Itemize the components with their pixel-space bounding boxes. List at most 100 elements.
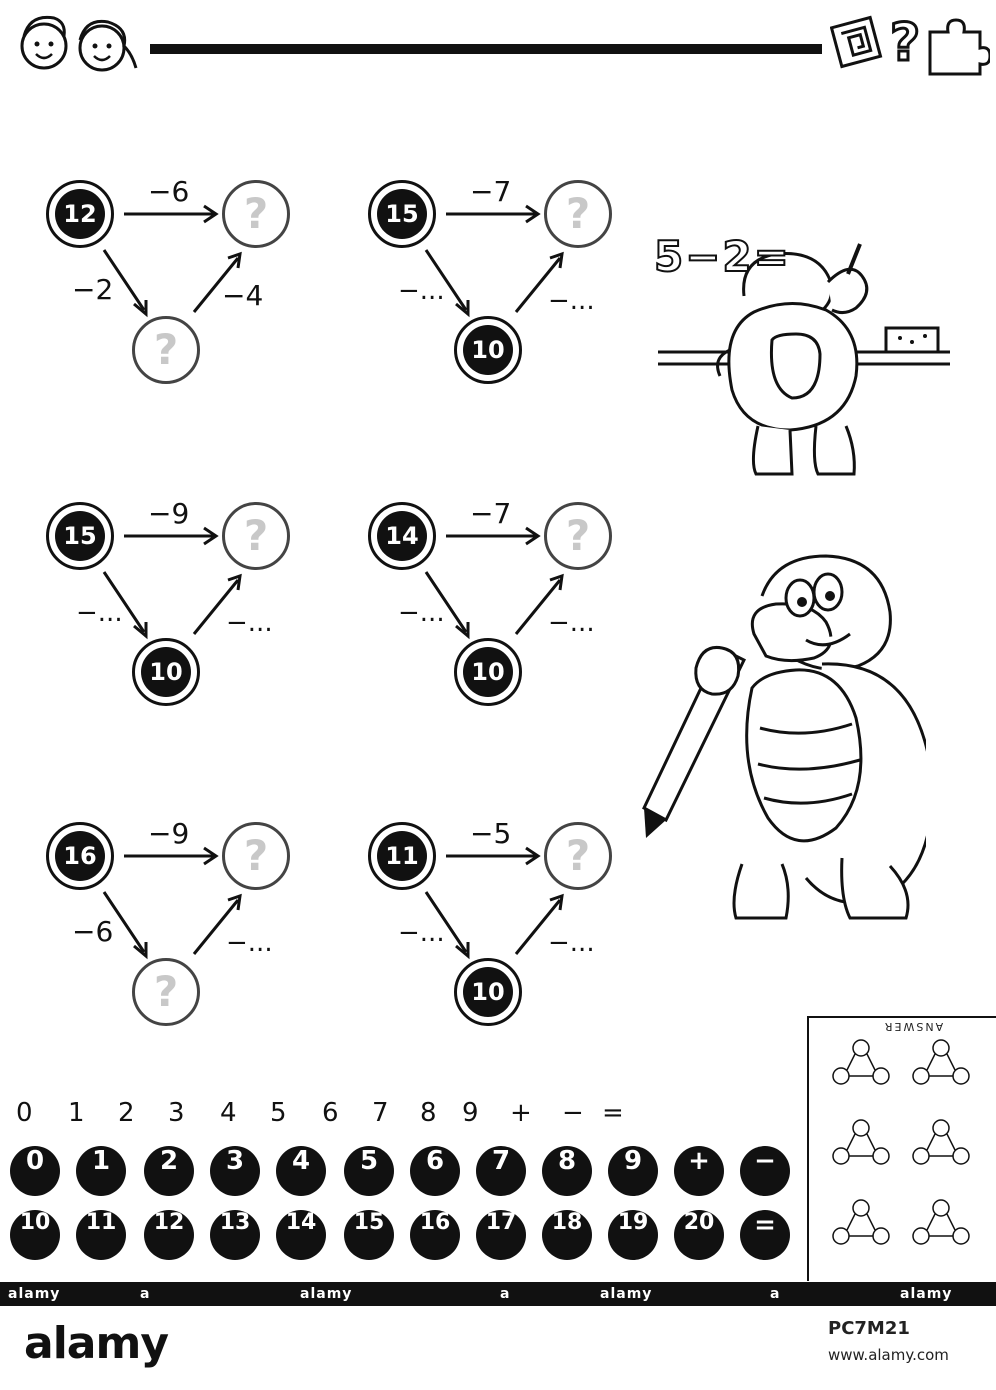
right-operation-blank[interactable]: −... <box>226 928 273 958</box>
number-chip[interactable]: 1 <box>76 1146 126 1196</box>
digit: 5 <box>270 1098 287 1128</box>
puzzle-1: 12 ? ? −6 −2 −4 <box>46 170 346 390</box>
number-chip[interactable]: 20 <box>674 1210 724 1260</box>
start-number: 14 <box>377 511 427 561</box>
bottom-number-circle: 10 <box>454 638 522 706</box>
number-chip[interactable]: 0 <box>10 1146 60 1196</box>
start-number-circle: 15 <box>368 180 436 248</box>
answer-circle-right[interactable]: ? <box>222 180 290 248</box>
site-url[interactable]: www.alamy.com <box>828 1346 949 1364</box>
answer-circle-right[interactable]: ? <box>222 502 290 570</box>
number-chip[interactable]: 7 <box>476 1146 526 1196</box>
bottom-number: 10 <box>463 325 513 375</box>
number-chip[interactable]: 12 <box>144 1210 194 1260</box>
turtle-at-board-illustration <box>650 230 960 480</box>
answer-circle-bottom[interactable]: ? <box>132 316 200 384</box>
alamy-logo[interactable]: alamy <box>24 1318 169 1369</box>
right-operation-blank[interactable]: −... <box>548 608 595 638</box>
watermark-text: alamy <box>8 1286 61 1302</box>
number-chip[interactable]: 19 <box>608 1210 658 1260</box>
right-operation: −4 <box>222 279 264 312</box>
right-operation-blank[interactable]: −... <box>548 928 595 958</box>
question-mark-icon: ? <box>565 831 591 880</box>
number-chip[interactable]: 3 <box>210 1146 260 1196</box>
start-number-circle: 14 <box>368 502 436 570</box>
start-number-circle: 16 <box>46 822 114 890</box>
digit: 3 <box>168 1098 185 1128</box>
answer-circle-right[interactable]: ? <box>544 502 612 570</box>
digit: 0 <box>16 1098 33 1128</box>
number-chip[interactable]: 2 <box>144 1146 194 1196</box>
right-operation-blank[interactable]: −... <box>548 286 595 316</box>
digits-row: 0 1 2 3 4 5 6 7 8 9 + − = <box>16 1098 646 1132</box>
number-chips-row-2: 10 11 12 13 14 15 16 17 18 19 20 = <box>10 1210 800 1262</box>
number-chip[interactable]: 17 <box>476 1210 526 1260</box>
top-operation: −7 <box>470 175 512 208</box>
answer-circle-right[interactable]: ? <box>544 822 612 890</box>
number-chip[interactable]: 10 <box>10 1210 60 1260</box>
number-chip[interactable]: 13 <box>210 1210 260 1260</box>
watermark-band: alamy a alamy a alamy a alamy <box>0 1282 996 1306</box>
top-operation: −9 <box>148 497 190 530</box>
minus-chip[interactable]: − <box>740 1146 790 1196</box>
board-equation: 5−2= <box>653 231 791 282</box>
answer-circle-right[interactable]: ? <box>222 822 290 890</box>
number-chip[interactable]: 15 <box>344 1210 394 1260</box>
number-chip[interactable]: 9 <box>608 1146 658 1196</box>
puzzle-6: 11 ? 10 −5 −... −... <box>368 812 668 1032</box>
left-operation-blank[interactable]: −... <box>398 276 445 306</box>
digit: 7 <box>372 1098 389 1128</box>
bottom-number-circle: 10 <box>454 316 522 384</box>
bottom-number: 10 <box>141 647 191 697</box>
watermark-text: alamy <box>300 1286 353 1302</box>
start-number-circle: 12 <box>46 180 114 248</box>
number-chip[interactable]: 6 <box>410 1146 460 1196</box>
watermark-text: a <box>500 1286 511 1302</box>
start-number-circle: 15 <box>46 502 114 570</box>
puzzle-2: 15 ? 10 −7 −... −... <box>368 170 668 390</box>
puzzle-4: 14 ? 10 −7 −... −... <box>368 492 668 712</box>
number-chip[interactable]: 8 <box>542 1146 592 1196</box>
bottom-number: 10 <box>463 967 513 1017</box>
right-operation-blank[interactable]: −... <box>226 608 273 638</box>
number-chip[interactable]: 18 <box>542 1210 592 1260</box>
number-chip[interactable]: 5 <box>344 1146 394 1196</box>
answer-circle-right[interactable]: ? <box>544 180 612 248</box>
number-chip[interactable]: 16 <box>410 1210 460 1260</box>
equals-sign: = <box>602 1098 624 1128</box>
puzzle-3: 15 ? 10 −9 −... −... <box>46 492 346 712</box>
start-number: 16 <box>55 831 105 881</box>
watermark-text: alamy <box>900 1286 953 1302</box>
bottom-number: 10 <box>463 647 513 697</box>
number-chip[interactable]: 11 <box>76 1210 126 1260</box>
bottom-number-circle: 10 <box>132 638 200 706</box>
number-chip[interactable]: 14 <box>276 1210 326 1260</box>
start-number: 15 <box>377 189 427 239</box>
top-operation: −5 <box>470 817 512 850</box>
left-operation-blank[interactable]: −... <box>398 918 445 948</box>
top-operation: −9 <box>148 817 190 850</box>
svg-text:?: ? <box>890 13 920 73</box>
number-chip[interactable]: 4 <box>276 1146 326 1196</box>
question-mark-icon: ? <box>153 325 179 374</box>
bottom-number-circle: 10 <box>454 958 522 1026</box>
equals-chip[interactable]: = <box>740 1210 790 1260</box>
start-number: 12 <box>55 189 105 239</box>
digit: 1 <box>68 1098 85 1128</box>
kids-faces-logo <box>6 6 146 72</box>
plus-chip[interactable]: + <box>674 1146 724 1196</box>
turtle-with-pencil-illustration <box>636 548 934 928</box>
puzzle-5: 16 ? ? −9 −6 −... <box>46 812 346 1032</box>
answer-circle-bottom[interactable]: ? <box>132 958 200 1026</box>
digit: 4 <box>220 1098 237 1128</box>
image-id: PC7M21 <box>828 1318 910 1339</box>
left-operation: −2 <box>72 273 114 306</box>
start-number-circle: 11 <box>368 822 436 890</box>
question-mark-icon: ? <box>153 967 179 1016</box>
question-mark-icon: ? <box>243 831 269 880</box>
left-operation: −6 <box>72 915 114 948</box>
question-mark-icon: ? <box>565 189 591 238</box>
left-operation-blank[interactable]: −... <box>76 598 123 628</box>
minus-sign: − <box>562 1098 584 1128</box>
left-operation-blank[interactable]: −... <box>398 598 445 628</box>
